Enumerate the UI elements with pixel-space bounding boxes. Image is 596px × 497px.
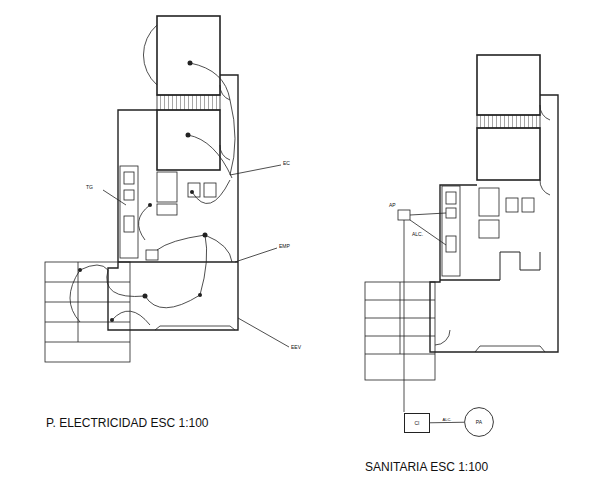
pipe-connector <box>430 422 464 424</box>
sanitary-plan <box>365 55 558 412</box>
plan-title: P. ELECTRICIDAD ESC 1:100 <box>46 417 209 429</box>
pipe-label: AP <box>389 203 396 208</box>
callout-label: EEV <box>291 345 301 350</box>
pipe-label: ALC. <box>412 232 423 237</box>
tank-circle: PA <box>464 407 494 437</box>
callout-label: EC <box>283 161 290 166</box>
plan-title: SANITARIA ESC 1:100 <box>365 461 488 473</box>
edge-label: ALC. <box>442 418 453 422</box>
callout-label: TG <box>86 185 93 190</box>
callout-label: EMP <box>279 244 290 249</box>
node-text: PA <box>476 420 482 425</box>
inspection-box: CI <box>404 413 430 433</box>
node-text: CI <box>415 421 420 426</box>
light-fixtures <box>78 61 208 323</box>
electric-plan <box>45 16 289 362</box>
